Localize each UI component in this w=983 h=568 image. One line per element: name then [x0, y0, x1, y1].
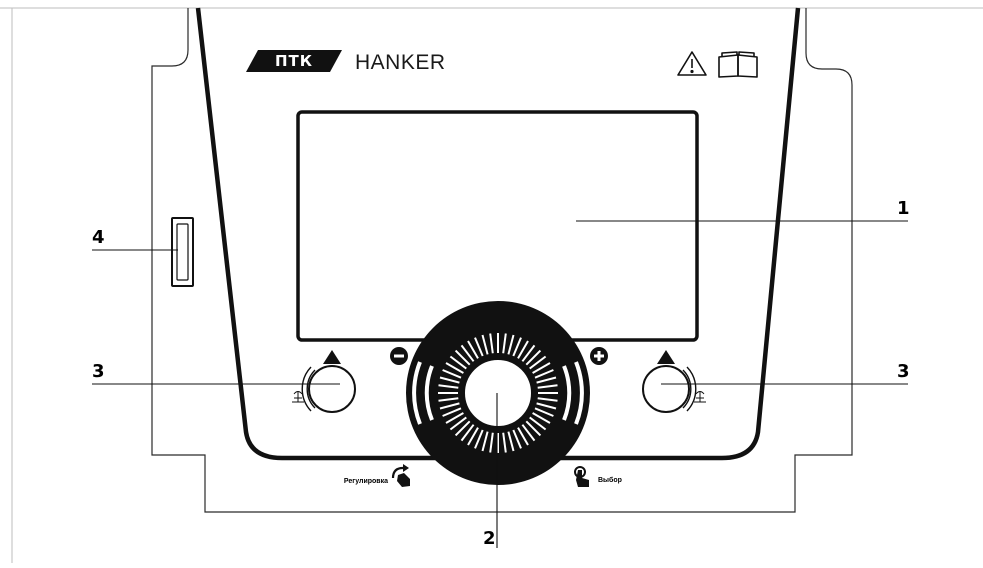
minus-icon — [390, 347, 408, 365]
encoder-tick — [502, 432, 507, 453]
encoder-tick — [525, 349, 542, 366]
open-book-icon — [718, 51, 758, 78]
arrow-up-icon — [657, 350, 675, 364]
encoder-tick — [532, 362, 551, 374]
encoder-tick — [502, 333, 507, 354]
callout-3-right: 3 — [897, 361, 910, 382]
encoder-tick — [445, 412, 464, 424]
encoder-tick — [517, 427, 529, 446]
encoder-tick — [525, 420, 542, 437]
encoder-tick — [481, 334, 489, 355]
logo-text: ПТК — [275, 52, 313, 70]
encoder-tick — [536, 402, 557, 410]
encoder-knob[interactable] — [463, 358, 533, 428]
callout-2: 2 — [483, 528, 496, 549]
encoder-tick — [454, 349, 471, 366]
encoder-tick — [438, 384, 459, 389]
encoder-tick — [529, 416, 547, 431]
plus-icon — [590, 347, 608, 365]
rotate-hand-icon — [391, 464, 410, 487]
adjust-label: Регулировка — [344, 478, 388, 485]
right-button-group — [642, 350, 706, 413]
encoder-tick — [449, 416, 467, 431]
select-label: Выбор — [598, 476, 622, 484]
encoder-assembly — [406, 301, 590, 485]
encoder-tick — [536, 376, 557, 384]
press-hand-icon — [574, 466, 589, 487]
encoder-tick — [438, 397, 459, 402]
encoder-tick — [449, 355, 467, 370]
encoder-tick — [534, 369, 554, 379]
encoder-tick — [481, 431, 489, 452]
brand-logo: ПТК — [246, 50, 342, 72]
encoder-tick — [512, 337, 522, 357]
encoder-ticks — [438, 333, 558, 453]
encoder-tick — [439, 376, 460, 384]
left-button-group — [292, 350, 356, 413]
encoder-tick — [474, 429, 484, 449]
encoder-tick — [529, 355, 547, 370]
encoder-tick — [512, 429, 522, 449]
encoder-tick — [532, 412, 551, 424]
usb-port — [171, 217, 194, 287]
encoder-tick — [507, 334, 515, 355]
encoder-tick — [454, 420, 471, 437]
warning-triangle-icon — [677, 51, 707, 76]
right-button[interactable] — [642, 365, 690, 413]
callout-4: 4 — [92, 227, 105, 248]
arrow-up-icon — [323, 350, 341, 364]
model-name: HANKER — [355, 51, 446, 74]
callout-lines — [92, 220, 908, 548]
left-button[interactable] — [308, 365, 356, 413]
encoder-tick — [460, 424, 475, 442]
encoder-tick — [474, 337, 484, 357]
encoder-tick — [445, 362, 464, 374]
torch-icon — [694, 391, 706, 403]
encoder-tick — [537, 384, 558, 389]
encoder-tick — [467, 427, 479, 446]
encoder-tick — [460, 344, 475, 362]
encoder-tick — [442, 369, 462, 379]
callout-1: 1 — [897, 198, 910, 219]
encoder-tick — [467, 340, 479, 359]
encoder-tick — [521, 424, 536, 442]
torch-icon — [292, 391, 304, 403]
encoder-tick — [442, 407, 462, 417]
encoder-tick — [507, 431, 515, 452]
encoder-tick — [537, 397, 558, 402]
encoder-tick — [439, 402, 460, 410]
encoder-tick — [517, 340, 529, 359]
encoder-tick — [489, 333, 494, 354]
page-frame — [0, 7, 983, 563]
encoder-tick — [489, 432, 494, 453]
encoder-tick — [521, 344, 536, 362]
housing-outline — [151, 8, 853, 513]
callout-3-left: 3 — [92, 361, 105, 382]
encoder-tick — [534, 407, 554, 417]
